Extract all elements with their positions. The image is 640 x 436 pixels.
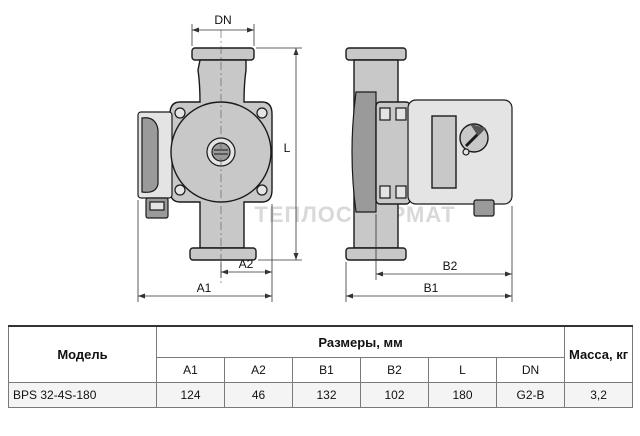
column-header-b1: B1	[292, 357, 361, 383]
dim-label-a2: A2	[239, 257, 254, 271]
dim-label-dn: DN	[214, 13, 231, 27]
column-header-dn: DN	[495, 357, 566, 383]
cell-b2: 102	[360, 382, 429, 408]
pump-side-view	[345, 47, 513, 261]
column-header-a1: A1	[156, 357, 225, 383]
column-header-a2: A2	[224, 357, 293, 383]
pump-technical-drawing: ТЕПЛОСФОРМАТ	[137, 13, 513, 302]
model-header: Модель	[8, 325, 157, 383]
model-cell: BPS 32-4S-180	[8, 382, 157, 408]
dim-label-a1: A1	[197, 281, 212, 295]
cell-dn: G2-B	[495, 382, 566, 408]
dim-label-l: L	[284, 141, 291, 155]
table-row: BPS 32-4S-180 124 46 132 102 180 G2-B 3,…	[8, 382, 634, 408]
cell-a1: 124	[156, 382, 225, 408]
cell-b1: 132	[292, 382, 361, 408]
dim-label-b2: B2	[443, 259, 458, 273]
column-header-l: L	[428, 357, 497, 383]
spec-table: Модель Размеры, мм Масса, кг A1 A2 B1 B2…	[8, 325, 634, 408]
dimension-lines	[137, 24, 513, 302]
dim-label-b1: B1	[424, 281, 439, 295]
column-header-b2: B2	[360, 357, 429, 383]
pump-front-view	[137, 30, 273, 286]
dimensions-header: Размеры, мм	[155, 325, 566, 358]
mass-header: Масса, кг	[564, 325, 634, 383]
cell-mass: 3,2	[564, 382, 634, 408]
cell-a2: 46	[224, 382, 293, 408]
cell-l: 180	[428, 382, 497, 408]
